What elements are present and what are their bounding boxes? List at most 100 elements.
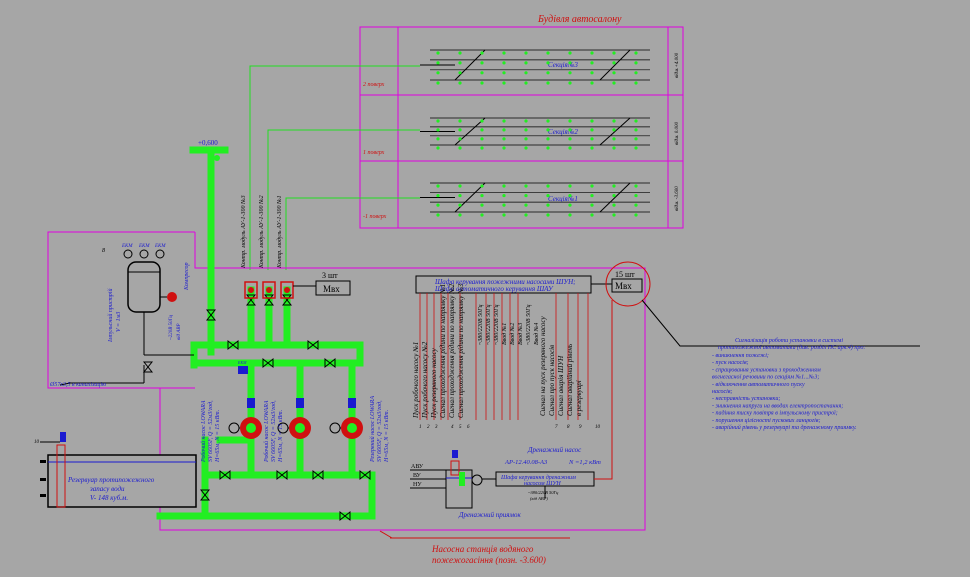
- compressor-power-source: від АВР: [177, 323, 182, 340]
- alarm-valve-icon: [244, 281, 258, 299]
- lead-number: 6: [467, 425, 470, 430]
- drain-pump-title: Дренажний насос: [527, 446, 582, 454]
- signal-item: - порушення цілісності пускових ланцюгів…: [712, 418, 820, 424]
- sprinkler-head-icon: [590, 146, 594, 150]
- signal-item: - зникнення напруги на вводах електропос…: [712, 402, 843, 409]
- sprinkler-head-icon: [502, 71, 506, 75]
- section-label: Секція№1: [548, 195, 578, 203]
- title-leader: [379, 530, 393, 539]
- signal-list: - виникнення пожежі;- пуск насосів;- спр…: [712, 353, 857, 431]
- sprinkler-head-icon: [458, 146, 462, 150]
- sprinkler-head-icon: [634, 119, 638, 123]
- level-sensor-icon: [60, 432, 66, 442]
- sprinkler-head-icon: [546, 81, 550, 85]
- gate-valve-icon: [263, 294, 275, 306]
- floor-label: 1 поверх: [363, 150, 385, 156]
- mvx-big: 15 шт Мвх: [605, 261, 920, 347]
- sprinkler-head-icon: [524, 193, 528, 198]
- station-boundary: [194, 232, 646, 400]
- sprinkler-head-icon: [524, 146, 528, 150]
- lead-number: 9: [579, 425, 582, 430]
- sprinkler-head-icon: [436, 193, 440, 198]
- drain-pump-icon: [459, 472, 465, 486]
- fire-pump-icon: [329, 398, 363, 439]
- shun-panel-line2: Шафа автоматичного керування ШАУ: [434, 285, 554, 293]
- pumps: [228, 398, 363, 439]
- mvx-count: 15 шт: [615, 270, 635, 279]
- sprinkler-head-icon: [546, 51, 550, 55]
- distribution-pipe: [454, 117, 486, 146]
- sprinkler-head-icon: [590, 71, 594, 75]
- sprinkler-head-icon: [612, 213, 616, 217]
- item-number: 10: [34, 440, 40, 445]
- sprinkler-head-icon: [612, 184, 616, 188]
- drain-pit-label: Дренажний приямок: [458, 511, 521, 519]
- floor-label: 2 поверх: [363, 82, 385, 88]
- sprinkler-head-icon: [524, 119, 528, 123]
- sprinkler-head-icon: [524, 213, 528, 217]
- sprinkler-head-icon: [568, 71, 572, 75]
- sprinkler-head-icon: [524, 61, 528, 65]
- sprinkler-floor: [420, 49, 650, 85]
- shun-panel-line1: Шафа керування пожежними насосами ШУН;: [434, 278, 576, 286]
- panel-signal-label: Сигнал проходження рідини по напрямку №2: [448, 283, 456, 418]
- mvx-count: 3 шт: [322, 271, 338, 280]
- sprinkler-head-icon: [568, 137, 572, 141]
- drain-pump-model: АР-12.40.08-А3: [504, 459, 548, 466]
- sprinkler-head-icon: [612, 61, 616, 65]
- signal-item: - несправність установки;: [712, 396, 780, 402]
- impulse-tank: [127, 261, 161, 313]
- pressure-switch-icon: [238, 366, 248, 374]
- signal-item: - спрацювання установки з проходженням: [712, 366, 821, 373]
- sprinkler-head-icon: [546, 137, 550, 141]
- drain-pipe-label: Ø57х3,5 в каналізацію: [49, 382, 107, 388]
- sprinkler-head-icon: [502, 203, 506, 207]
- drain-pump-power: N =1,2 кВт: [568, 459, 601, 466]
- pump-title: Резервний насос LOWARA: [369, 396, 376, 463]
- compressor-icon: [167, 292, 177, 302]
- signal-item: - падіння тиску повітря в імпульсному пр…: [712, 410, 838, 417]
- compressor-label: Компресор: [184, 263, 190, 291]
- drain-line: [59, 382, 144, 386]
- motor-icon: [228, 422, 240, 434]
- signal-notes: Сигналізація роботи установки в системі …: [712, 337, 865, 431]
- sprinkler-head-icon: [502, 51, 506, 55]
- reservoir-title: Резервуар протипожежного: [67, 476, 155, 484]
- sprinkler-head-icon: [480, 193, 484, 198]
- sprinkler-head-icon: [612, 137, 616, 141]
- reservoir: 10 Резервуар протипожежного запасу води …: [34, 432, 197, 508]
- sprinkler-head-icon: [546, 213, 550, 217]
- level-gauge: [56, 444, 66, 508]
- sprinkler-head-icon: [480, 128, 484, 132]
- sprinkler-head-icon: [458, 184, 462, 188]
- sprinkler-head-icon: [458, 61, 462, 65]
- sprinkler-floor: [420, 182, 650, 217]
- sprinkler-head-icon: [502, 146, 506, 150]
- panel-output-label: в резервуарі: [575, 380, 583, 416]
- gate-valve-icon: [142, 361, 154, 373]
- check-valve-icon: [247, 398, 255, 408]
- level-sensor-icon: [452, 450, 458, 458]
- sprinkler-head-icon: [436, 128, 440, 132]
- motor-icon: [329, 422, 341, 434]
- sprinkler-head-icon: [458, 213, 462, 217]
- sprinkler-head-icon: [524, 71, 528, 75]
- pump-impeller: [246, 423, 256, 433]
- sprinkler-head-icon: [546, 71, 550, 75]
- sprinkler-head-icon: [612, 81, 616, 85]
- pump-params: H=65м, N = 15 кВт.: [384, 410, 390, 463]
- building: Будівля автосалону 2 поверх 1 поверх -1 …: [359, 14, 684, 229]
- compressor-power: ~220В 50Гц: [169, 315, 174, 340]
- shun-small-line2: насосом ШУН: [524, 481, 561, 487]
- panel-power-label: Ввод №1: [501, 323, 508, 345]
- sprinkler-head-icon: [612, 128, 616, 132]
- signal-item: вогнегасної речовини по секціям №1...№3;: [712, 375, 819, 381]
- alarm-valve-icon: [262, 281, 276, 299]
- mvx-box: [611, 278, 643, 293]
- gate-valve-icon: [307, 339, 319, 351]
- panel-signal-label: Сигнал проходження рідини по напрямку №3: [457, 283, 465, 418]
- level-label: відм.+4.000: [675, 52, 680, 78]
- drain-pump-motor-icon: [471, 474, 483, 486]
- sprinkler-head-icon: [524, 51, 528, 55]
